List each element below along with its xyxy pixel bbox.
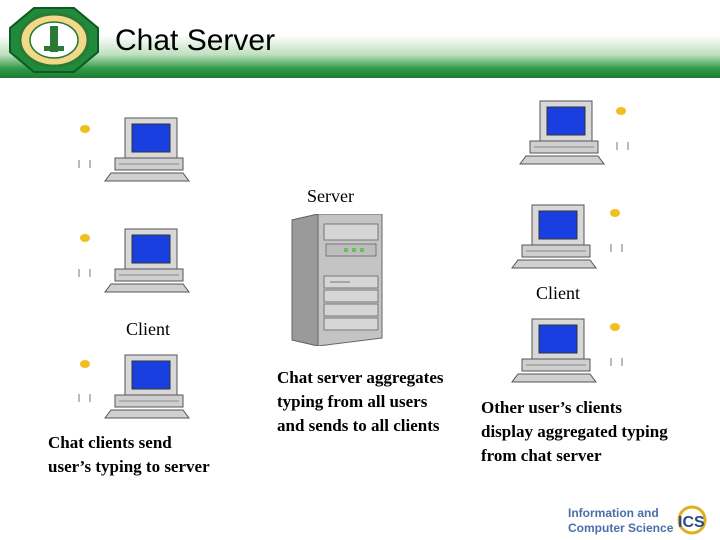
server-label: Server bbox=[307, 186, 354, 206]
client-label-right: Client bbox=[536, 283, 580, 303]
right-caption: Other user’s clients display aggregated … bbox=[481, 398, 668, 465]
server-tower-icon bbox=[291, 214, 383, 346]
computer-client-icon bbox=[78, 117, 190, 182]
computer-client-icon bbox=[78, 228, 190, 293]
svg-text:Information and: Information and bbox=[568, 506, 659, 520]
university-seal-icon bbox=[9, 7, 99, 73]
computer-client-icon bbox=[511, 204, 623, 269]
left-caption: Chat clients send user’s typing to serve… bbox=[48, 433, 210, 476]
svg-text:ICS: ICS bbox=[678, 514, 705, 531]
svg-text:Computer Science: Computer Science bbox=[568, 521, 674, 535]
client-label-left: Client bbox=[126, 319, 170, 339]
center-caption: Chat server aggregates typing from all u… bbox=[277, 368, 444, 435]
slide-header: Chat Server bbox=[0, 0, 720, 78]
computer-client-icon bbox=[78, 354, 190, 419]
computer-client-icon bbox=[511, 318, 623, 383]
computer-client-icon bbox=[519, 100, 629, 165]
ics-logo-icon: Information and Computer Science ICS bbox=[568, 505, 707, 535]
page-title: Chat Server bbox=[115, 24, 276, 57]
